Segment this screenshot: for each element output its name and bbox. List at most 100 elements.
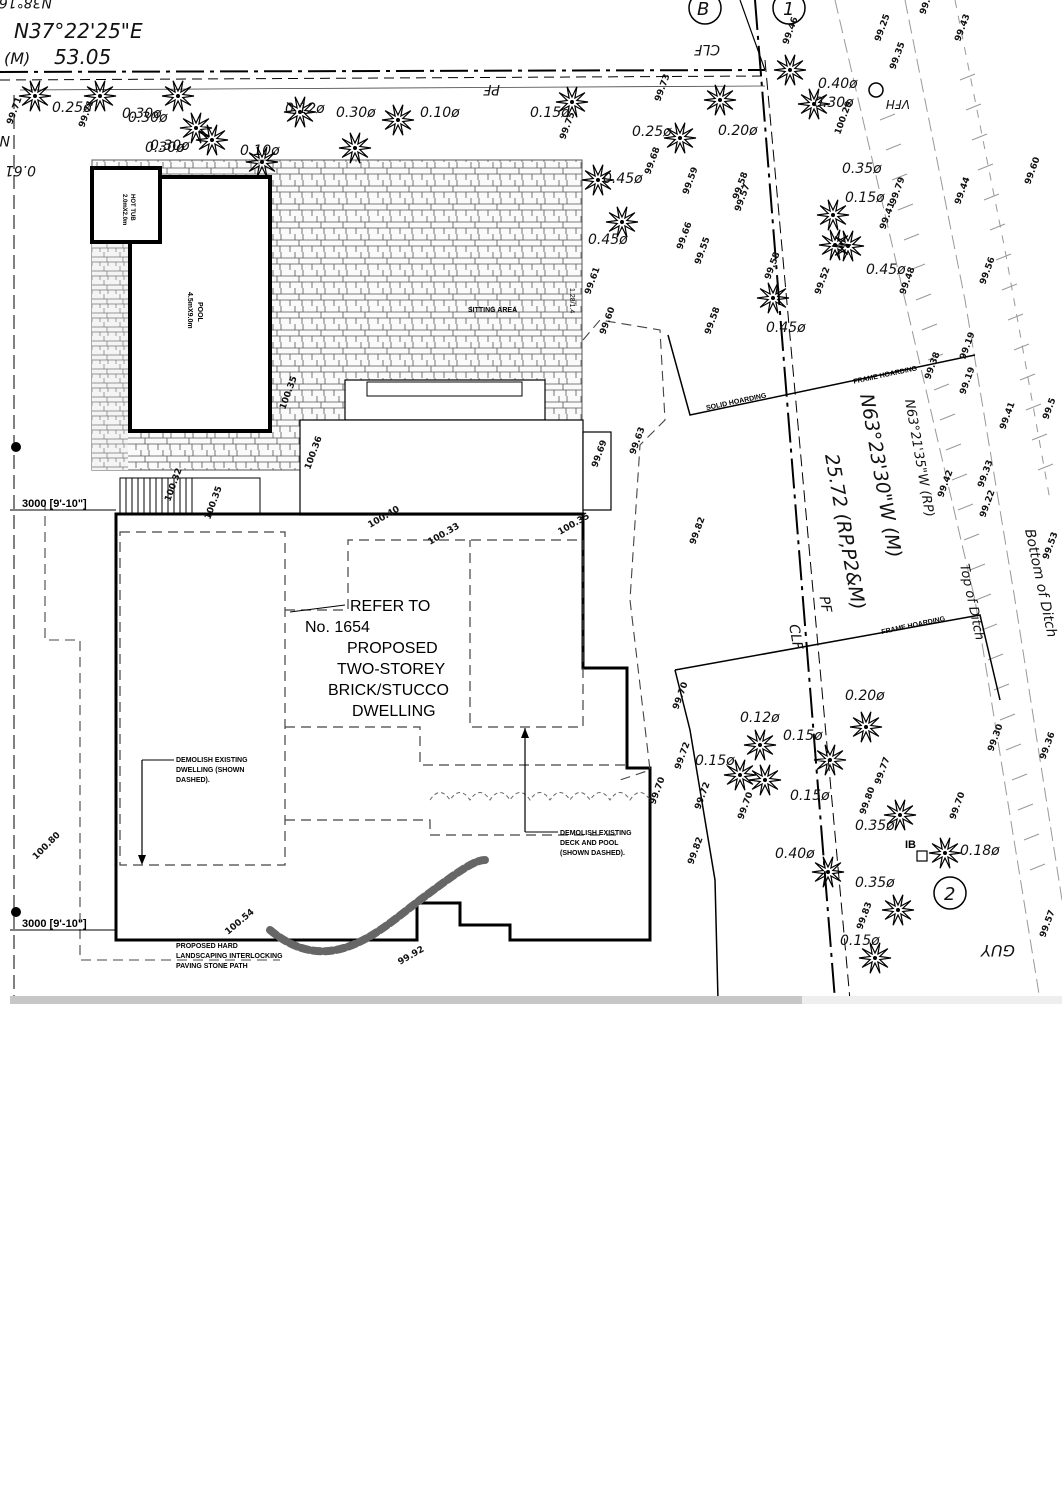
marker-b-label: B [697,0,709,20]
clf-top-label: CLF [693,41,720,57]
tree-center-dot [788,68,792,72]
tree-symbol: 0.15ø [723,728,823,791]
elevation-label: 99.44 [953,176,972,206]
tree-center-dot [896,908,900,912]
tree-diameter-label: 0.30ø [336,105,376,121]
demolish-deck-1: DEMOLISH EXISTING [560,830,632,837]
tree-star-icon [813,744,847,776]
tree-center-dot [826,870,830,874]
tree-star-icon [245,146,279,178]
pool-size-label: 4.5mX9.0m [186,292,193,329]
tree-diameter-label: 0.35ø [842,161,882,177]
hard-landscaping-1: PROPOSED HARD [176,943,238,950]
tree-symbol: 0.15ø [790,744,847,804]
elevation-label: 99.42 [918,0,937,16]
setback-label-2: 3000 [9'-10"] [22,918,87,930]
elevation-label: 99.72 [693,781,712,811]
bearing-top-m: (M) [4,49,30,68]
elevation-label: 99.33 [976,459,995,489]
vfh-label: VFH [886,97,910,111]
tree-symbol: 0.12ø [740,710,780,761]
tree-center-dot [831,213,835,217]
demolish-deck-3: (SHOWN DASHED). [560,850,625,857]
tree-center-dot [828,758,832,762]
tree-diameter-label: 0.15ø [783,728,823,744]
shrub-border [429,792,651,801]
tree-star-icon [161,80,195,112]
tree-diameter-label: 0.15ø [840,933,880,949]
tree-center-dot [771,296,775,300]
tree-center-dot [570,100,574,104]
elevation-label: 99.70 [948,791,967,821]
solid-hoarding-label: SOLID HOARDING [706,392,768,412]
existing-dwelling-dashed [119,531,625,866]
tree-star-icon [703,84,737,116]
fence-line-right [764,59,851,1000]
tree-diameter-label: 0.12ø [285,101,325,117]
tree-diameter-label: 0.15ø [695,753,735,769]
paving-stone-path [266,856,489,956]
tree-center-dot [758,743,762,747]
tree-diameter-label: 0.12ø [740,710,780,726]
tree-diameter-label: 0.30ø [814,95,854,111]
elevation-label: 99.52 [813,266,832,296]
horizontal-scrollbar-thumb[interactable] [10,996,802,1004]
elevation-label: 99.56 [978,256,997,286]
bearing-top-partial: N38°16 [0,0,52,10]
tree-star-icon [18,80,52,112]
tree-symbol: 0.45ø [756,262,906,314]
bearing-top-dist: 53.05 [54,45,111,69]
tree-symbol: 0.45ø [581,164,643,196]
fence-line-top [0,75,766,81]
tree-center-dot [260,160,264,164]
top-of-ditch-label: Top of Ditch [956,563,987,642]
setback-label-1: 3000 [9'-10"] [22,498,87,510]
tree-star-icon [831,230,865,262]
elevation-label: 99.71 [5,96,24,126]
tree-symbol: 0.30ø [336,105,376,164]
tree-symbol: 0.45ø [588,206,639,248]
elevation-label: 99.25 [873,13,892,43]
tree-star-icon [179,112,213,144]
elevation-label: 99.72 [673,741,692,771]
elevation-label: 99.79 [888,176,907,206]
dwelling-label: DWELLING [352,703,436,720]
tree-diameter-label: 0.35ø [855,875,895,891]
tree-diameter-label: 0.15ø [845,190,885,206]
tree-diameter-label: 0.25ø [632,124,672,140]
elevation-label: 99.83 [855,901,874,931]
tree-symbol: 0.12ø [283,96,325,128]
elevation-label: 99.58 [763,251,782,281]
demolish-dwelling-1: DEMOLISH EXISTING [176,757,248,764]
n061: 0.61 [5,162,36,178]
tree-center-dot [833,243,837,247]
elevation-label: 99.30 [986,723,1005,753]
marker-1-label: 1 [783,0,794,20]
rw-label: 1.28/1.4 [568,288,575,313]
tree-symbol: 0.15ø [695,753,782,796]
elevation-label: 99.61 [583,266,602,296]
tree-star-icon [338,132,372,164]
tree-symbol: 0.10ø [195,124,280,159]
tree-symbol: 0.40ø [775,846,845,888]
tree-diameter-label: 0.35ø [855,818,895,834]
elevation-label: 99.57 [1038,909,1057,939]
tree-symbol: 0.35ø [855,799,917,834]
ditch-hatching [879,73,1054,871]
tree-diameter-label: 0.30ø [150,138,190,154]
elevation-label: 99.36 [1038,731,1057,761]
bearing-top: N37°22'25"E [14,19,143,43]
n027: N 0.27 [0,132,10,148]
proposed-dwelling [114,512,652,942]
side-box [582,431,612,511]
tree-star-icon [816,199,850,231]
frame-hoarding-label-2: FRAME HOARDING [881,616,947,636]
elevation-label: 99.66 [675,221,694,251]
proposed-label: PROPOSED [347,640,438,657]
tree-star-icon [381,104,415,136]
marker-2-circle [933,876,967,910]
ib-label: IB [905,839,916,851]
tree-center-dot [943,851,947,855]
tree-symbol: 0.18ø [928,837,1000,869]
elevation-label: 99.22 [978,489,997,519]
